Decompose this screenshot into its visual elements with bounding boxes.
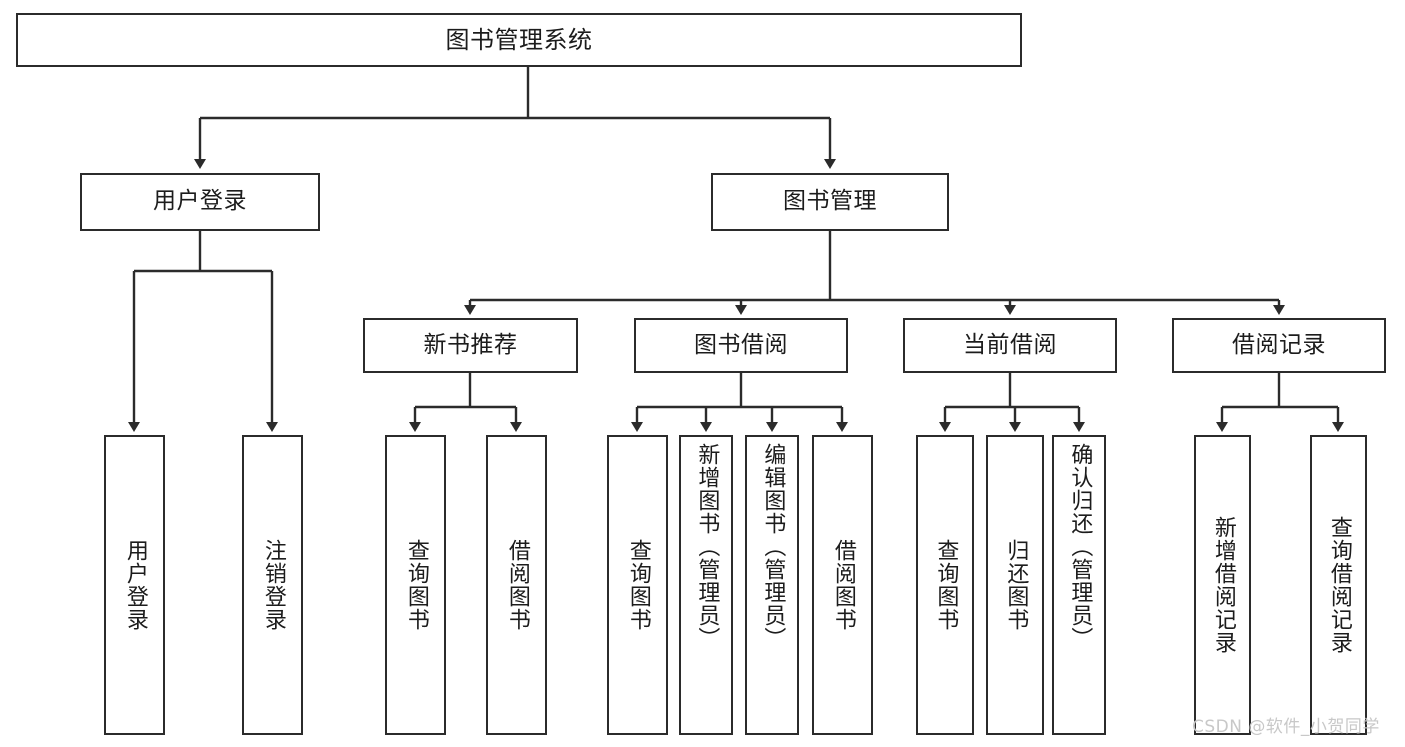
node-new-book-recommend[interactable]: 新书推荐 <box>363 318 578 373</box>
node-leaf-edit-book-admin[interactable]: 编辑图书（管理员） <box>745 435 799 735</box>
node-leaf-user-login-label: 用户登录 <box>122 539 148 631</box>
node-leaf-query-borrow-record-label: 查询借阅记录 <box>1326 516 1352 654</box>
root-connectors <box>194 67 836 169</box>
book-borrow-connectors <box>631 373 848 432</box>
node-leaf-query-book-current-label: 查询图书 <box>933 539 959 631</box>
node-leaf-logout-login[interactable]: 注销登录 <box>242 435 303 735</box>
node-leaf-borrow-book[interactable]: 借阅图书 <box>812 435 873 735</box>
node-leaf-query-book-borrow[interactable]: 查询图书 <box>607 435 668 735</box>
node-book-borrow[interactable]: 图书借阅 <box>634 318 848 373</box>
node-leaf-borrow-book-label: 借阅图书 <box>830 539 856 631</box>
node-borrow-record[interactable]: 借阅记录 <box>1172 318 1386 373</box>
node-current-borrow[interactable]: 当前借阅 <box>903 318 1117 373</box>
node-root[interactable]: 图书管理系统 <box>16 13 1022 67</box>
node-leaf-query-book-current[interactable]: 查询图书 <box>916 435 974 735</box>
book-management-connectors <box>464 231 1285 315</box>
node-book-borrow-label: 图书借阅 <box>694 331 788 358</box>
node-leaf-confirm-return-admin[interactable]: 确认归还（管理员） <box>1052 435 1106 735</box>
node-current-borrow-label: 当前借阅 <box>963 331 1057 358</box>
node-leaf-borrow-book-recommend[interactable]: 借阅图书 <box>486 435 547 735</box>
node-user-login-label: 用户登录 <box>153 188 247 215</box>
node-leaf-return-book[interactable]: 归还图书 <box>986 435 1044 735</box>
new-book-recommend-connectors <box>409 373 522 432</box>
node-leaf-logout-login-label: 注销登录 <box>260 539 286 631</box>
node-leaf-add-book-admin-label: 新增图书（管理员） <box>694 443 720 650</box>
node-leaf-edit-book-admin-label: 编辑图书（管理员） <box>760 443 786 650</box>
borrow-record-connectors <box>1216 373 1344 432</box>
node-leaf-add-book-admin[interactable]: 新增图书（管理员） <box>679 435 733 735</box>
user-login-connectors <box>128 231 278 432</box>
node-leaf-add-borrow-record-label: 新增借阅记录 <box>1210 516 1236 654</box>
node-borrow-record-label: 借阅记录 <box>1232 331 1326 358</box>
node-book-management-label: 图书管理 <box>783 188 877 215</box>
csdn-watermark: CSDN @软件_小贺同学 <box>1192 717 1380 737</box>
current-borrow-connectors <box>939 373 1085 432</box>
node-leaf-query-book-recommend[interactable]: 查询图书 <box>385 435 446 735</box>
node-leaf-query-borrow-record[interactable]: 查询借阅记录 <box>1310 435 1367 735</box>
node-leaf-return-book-label: 归还图书 <box>1003 539 1029 631</box>
node-book-management[interactable]: 图书管理 <box>711 173 949 231</box>
node-leaf-add-borrow-record[interactable]: 新增借阅记录 <box>1194 435 1251 735</box>
node-root-label: 图书管理系统 <box>445 25 593 54</box>
node-new-book-recommend-label: 新书推荐 <box>423 331 518 358</box>
node-leaf-query-book-borrow-label: 查询图书 <box>625 539 651 631</box>
node-user-login[interactable]: 用户登录 <box>80 173 320 231</box>
node-leaf-confirm-return-admin-label: 确认归还（管理员） <box>1067 443 1093 650</box>
node-leaf-query-book-recommend-label: 查询图书 <box>403 539 429 631</box>
node-leaf-user-login[interactable]: 用户登录 <box>104 435 165 735</box>
node-leaf-borrow-book-recommend-label: 借阅图书 <box>504 539 530 631</box>
